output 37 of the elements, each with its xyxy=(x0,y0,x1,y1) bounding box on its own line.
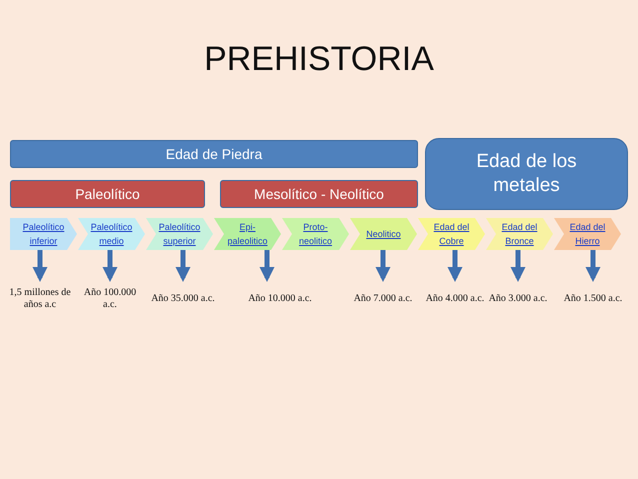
timeline-segment xyxy=(146,218,213,250)
date-label: Año 100.000 a.c. xyxy=(76,286,144,312)
timeline-segment xyxy=(78,218,145,250)
down-arrow xyxy=(102,250,118,282)
period-label: Proto- neolitico xyxy=(298,221,334,248)
date-label: Año 10.000 a.c. xyxy=(246,286,314,312)
timeline-segment xyxy=(282,218,349,250)
period-label: Edad del Cobre xyxy=(432,221,470,248)
date-label: Año 35.000 a.c. xyxy=(149,286,217,312)
period-band: Mesolítico - Neolítico xyxy=(220,180,418,208)
date-label: Año 7.000 a.c. xyxy=(349,286,417,312)
period-label: Epi- paleolitico xyxy=(226,221,269,248)
period-band: Edad de Piedra xyxy=(10,140,418,168)
period-label: Neolitico xyxy=(365,228,402,241)
down-arrow xyxy=(586,250,600,282)
timeline-segment xyxy=(350,218,417,250)
timeline-segment xyxy=(554,218,621,250)
period-band: Edad de los metales xyxy=(425,138,628,210)
period-label: Edad del Hierro xyxy=(568,221,606,248)
down-arrow xyxy=(32,250,48,282)
period-label: Paleolítico inferior xyxy=(22,221,66,248)
date-label: 1,5 millones de años a.c xyxy=(6,286,74,312)
down-arrow xyxy=(260,250,274,282)
timeline-segment xyxy=(486,218,553,250)
down-arrow xyxy=(448,250,462,282)
period-label: Paleolítico superior xyxy=(158,221,202,248)
timeline-segment xyxy=(10,218,77,250)
period-label: Paleolítico medio xyxy=(90,221,134,248)
date-label: Año 1.500 a.c. xyxy=(559,286,627,312)
timeline-segment xyxy=(214,218,281,250)
down-arrow xyxy=(510,250,526,282)
period-band: Paleolítico xyxy=(10,180,205,208)
period-label: Edad del Bronce xyxy=(500,221,538,248)
down-arrow xyxy=(176,250,190,282)
title: PREHISTORIA xyxy=(203,40,435,79)
timeline-segment xyxy=(418,218,485,250)
down-arrow xyxy=(376,250,390,282)
